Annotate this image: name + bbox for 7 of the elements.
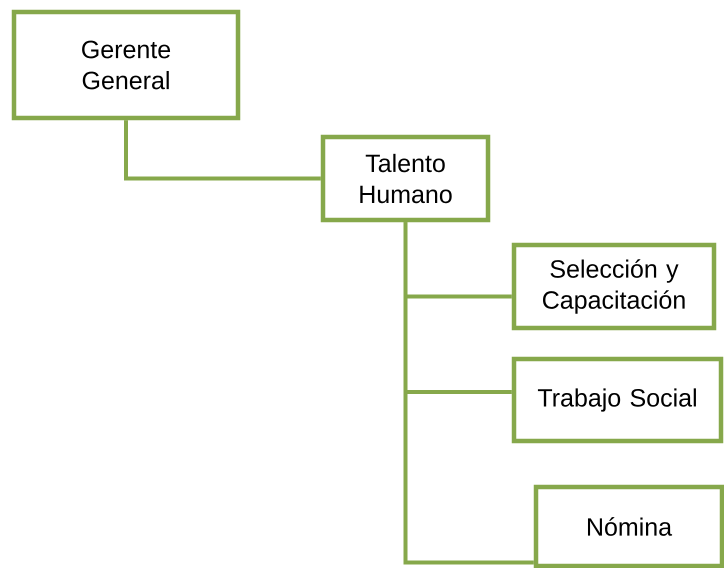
org-box: Selección y Capacitación	[512, 242, 716, 330]
org-box: Gerente General	[12, 10, 240, 120]
org-box: Nómina	[534, 484, 724, 568]
connector-line	[404, 222, 534, 564]
org-box: Trabajo Social	[512, 356, 724, 444]
org-box: Talento Humano	[320, 134, 490, 222]
connector-line	[124, 120, 321, 180]
